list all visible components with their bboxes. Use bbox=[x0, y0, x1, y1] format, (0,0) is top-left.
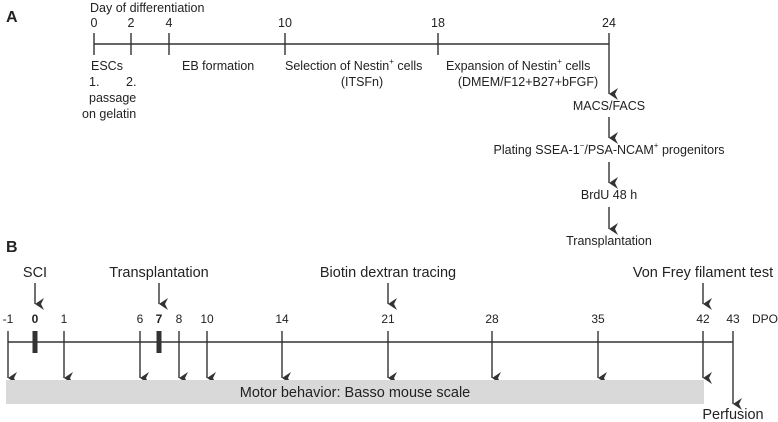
dpo-tick-label-14: 14 bbox=[275, 312, 289, 326]
dpo-unit-label: DPO bbox=[752, 312, 778, 326]
dpo-tick-label-21: 21 bbox=[381, 312, 395, 326]
panel-a-label: A bbox=[6, 9, 18, 26]
stage-selection-line2: (ITSFn) bbox=[341, 75, 383, 89]
dpo-tick-label-42: 42 bbox=[696, 312, 710, 326]
day-axis-title: Day of differentiation bbox=[90, 1, 204, 15]
dpo-tick-label-35: 35 bbox=[591, 312, 605, 326]
stage-expansion-line2: (DMEM/F12+B27+bFGF) bbox=[458, 75, 598, 89]
day-tick-label-2: 2 bbox=[128, 16, 135, 30]
stage-passage: passage bbox=[89, 91, 136, 105]
stage-eb-formation: EB formation bbox=[182, 59, 254, 73]
event-transplantation: Transplantation bbox=[109, 265, 208, 281]
day-tick-label-10: 10 bbox=[278, 16, 292, 30]
day-tick-label-24: 24 bbox=[602, 16, 616, 30]
day-tick-label-0: 0 bbox=[91, 16, 98, 30]
dpo-tick-label-6: 6 bbox=[137, 312, 144, 326]
step-brdu: BrdU 48 h bbox=[581, 188, 637, 202]
panel-b-label: B bbox=[6, 239, 18, 256]
dpo-tick-label-minus1: -1 bbox=[3, 312, 14, 326]
dpo-tick-label-1: 1 bbox=[61, 312, 68, 326]
motor-behavior-bar bbox=[6, 380, 704, 404]
step-macs-facs: MACS/FACS bbox=[573, 99, 645, 113]
event-biotin-dextran-tracing: Biotin dextran tracing bbox=[320, 265, 456, 281]
dpo-tick-label-28: 28 bbox=[485, 312, 499, 326]
step-transplantation: Transplantation bbox=[566, 234, 652, 248]
dpo-tick-label-0: 0 bbox=[32, 312, 39, 326]
step-plating-progenitors: Plating SSEA-1−/PSA-NCAM+ progenitors bbox=[494, 141, 725, 157]
stage-escs: ESCs bbox=[91, 59, 123, 73]
dpo-tick-7-transplant bbox=[156, 331, 162, 353]
passage-number-2: 2. bbox=[126, 75, 136, 89]
dpo-tick-label-10: 10 bbox=[200, 312, 214, 326]
dpo-tick-0-injury bbox=[32, 331, 38, 353]
day-tick-label-18: 18 bbox=[431, 16, 445, 30]
stage-expansion-line1: Expansion of Nestin+ cells bbox=[446, 57, 590, 73]
day-tick-label-4: 4 bbox=[166, 16, 173, 30]
motor-behavior-label: Motor behavior: Basso mouse scale bbox=[240, 385, 471, 401]
event-von-frey-test: Von Frey filament test bbox=[633, 265, 773, 281]
dpo-tick-label-43: 43 bbox=[726, 312, 740, 326]
event-sci: SCI bbox=[23, 265, 47, 281]
stage-selection-line1: Selection of Nestin+ cells bbox=[285, 57, 422, 73]
stage-on-gelatin: on gelatin bbox=[82, 107, 136, 121]
panel-a: A Day of differentiation 0 2 4 10 18 24 … bbox=[6, 1, 724, 248]
perfusion-label: Perfusion bbox=[702, 407, 763, 422]
dpo-tick-label-8: 8 bbox=[176, 312, 183, 326]
panel-b: B SCI Transplantation Biotin dextran tra… bbox=[3, 239, 778, 422]
dpo-tick-label-7: 7 bbox=[156, 312, 163, 326]
passage-number-1: 1. bbox=[89, 75, 99, 89]
